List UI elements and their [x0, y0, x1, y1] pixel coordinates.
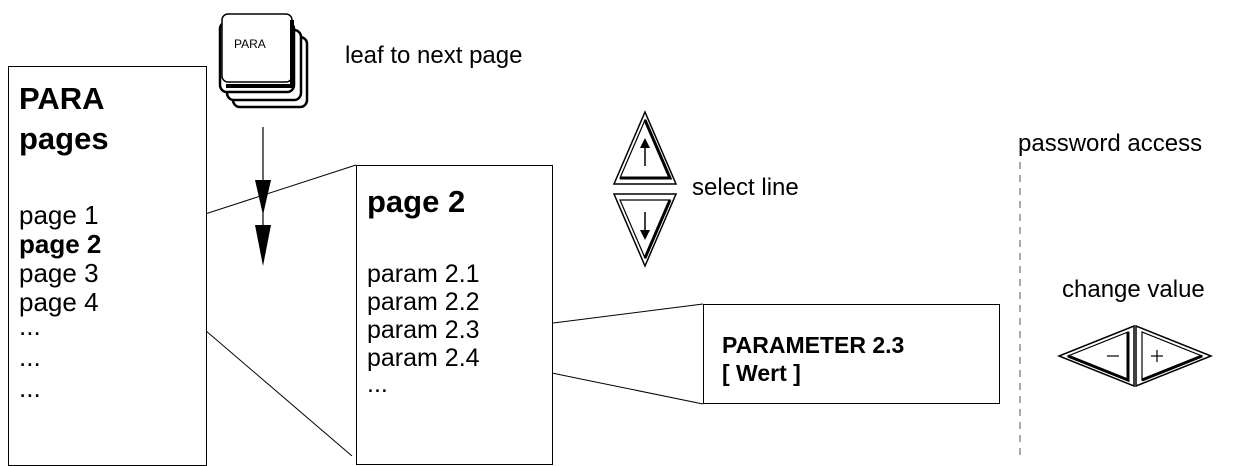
- para-pages-box: [8, 66, 207, 466]
- para-pages-title-line2: pages: [19, 121, 109, 156]
- down-arrow-head-1: [255, 180, 271, 215]
- param-ellipsis: ...: [367, 370, 388, 398]
- list-item-page-1[interactable]: page 1: [19, 200, 99, 230]
- param-2-1-item[interactable]: param 2.1: [367, 260, 480, 288]
- parameter-detail-value: [ Wert ]: [722, 360, 801, 386]
- up-arrow-key-icon[interactable]: [610, 108, 680, 188]
- parameter-detail-box: [703, 304, 1000, 404]
- minus-key-icon[interactable]: [1056, 323, 1136, 389]
- list-item-ellipsis-2: ...: [19, 342, 41, 372]
- password-access-label: password access: [1018, 130, 1203, 157]
- parameter-detail-name: PARAMETER 2.3: [722, 332, 905, 358]
- change-value-label: change value: [1062, 276, 1205, 303]
- plus-key-icon[interactable]: [1134, 323, 1214, 389]
- param-2-2-item[interactable]: param 2.2: [367, 288, 480, 316]
- list-item-page-4[interactable]: page 4: [19, 287, 99, 317]
- list-item-ellipsis-3: ...: [19, 373, 41, 403]
- leaf-to-next-page-label: leaf to next page: [345, 42, 523, 69]
- select-line-label: select line: [692, 174, 799, 201]
- down-arrow-key-icon[interactable]: [610, 190, 680, 270]
- list-item-page-2[interactable]: page 2: [19, 229, 102, 259]
- para-key-icon[interactable]: [210, 4, 330, 114]
- param-2-3-item[interactable]: param 2.3: [367, 316, 480, 344]
- param-2-4-item[interactable]: param 2.4: [367, 344, 480, 372]
- down-arrow-head-2: [255, 225, 271, 266]
- para-navigation-diagram: PARA leaf to next page PARA pages page 1…: [8, 4, 1214, 466]
- list-item-ellipsis-1: ...: [19, 311, 41, 341]
- para-key-label: PARA: [234, 37, 266, 51]
- para-pages-title-line1: PARA: [19, 81, 105, 116]
- list-item-page-3[interactable]: page 3: [19, 258, 99, 288]
- page-2-title: page 2: [367, 184, 466, 219]
